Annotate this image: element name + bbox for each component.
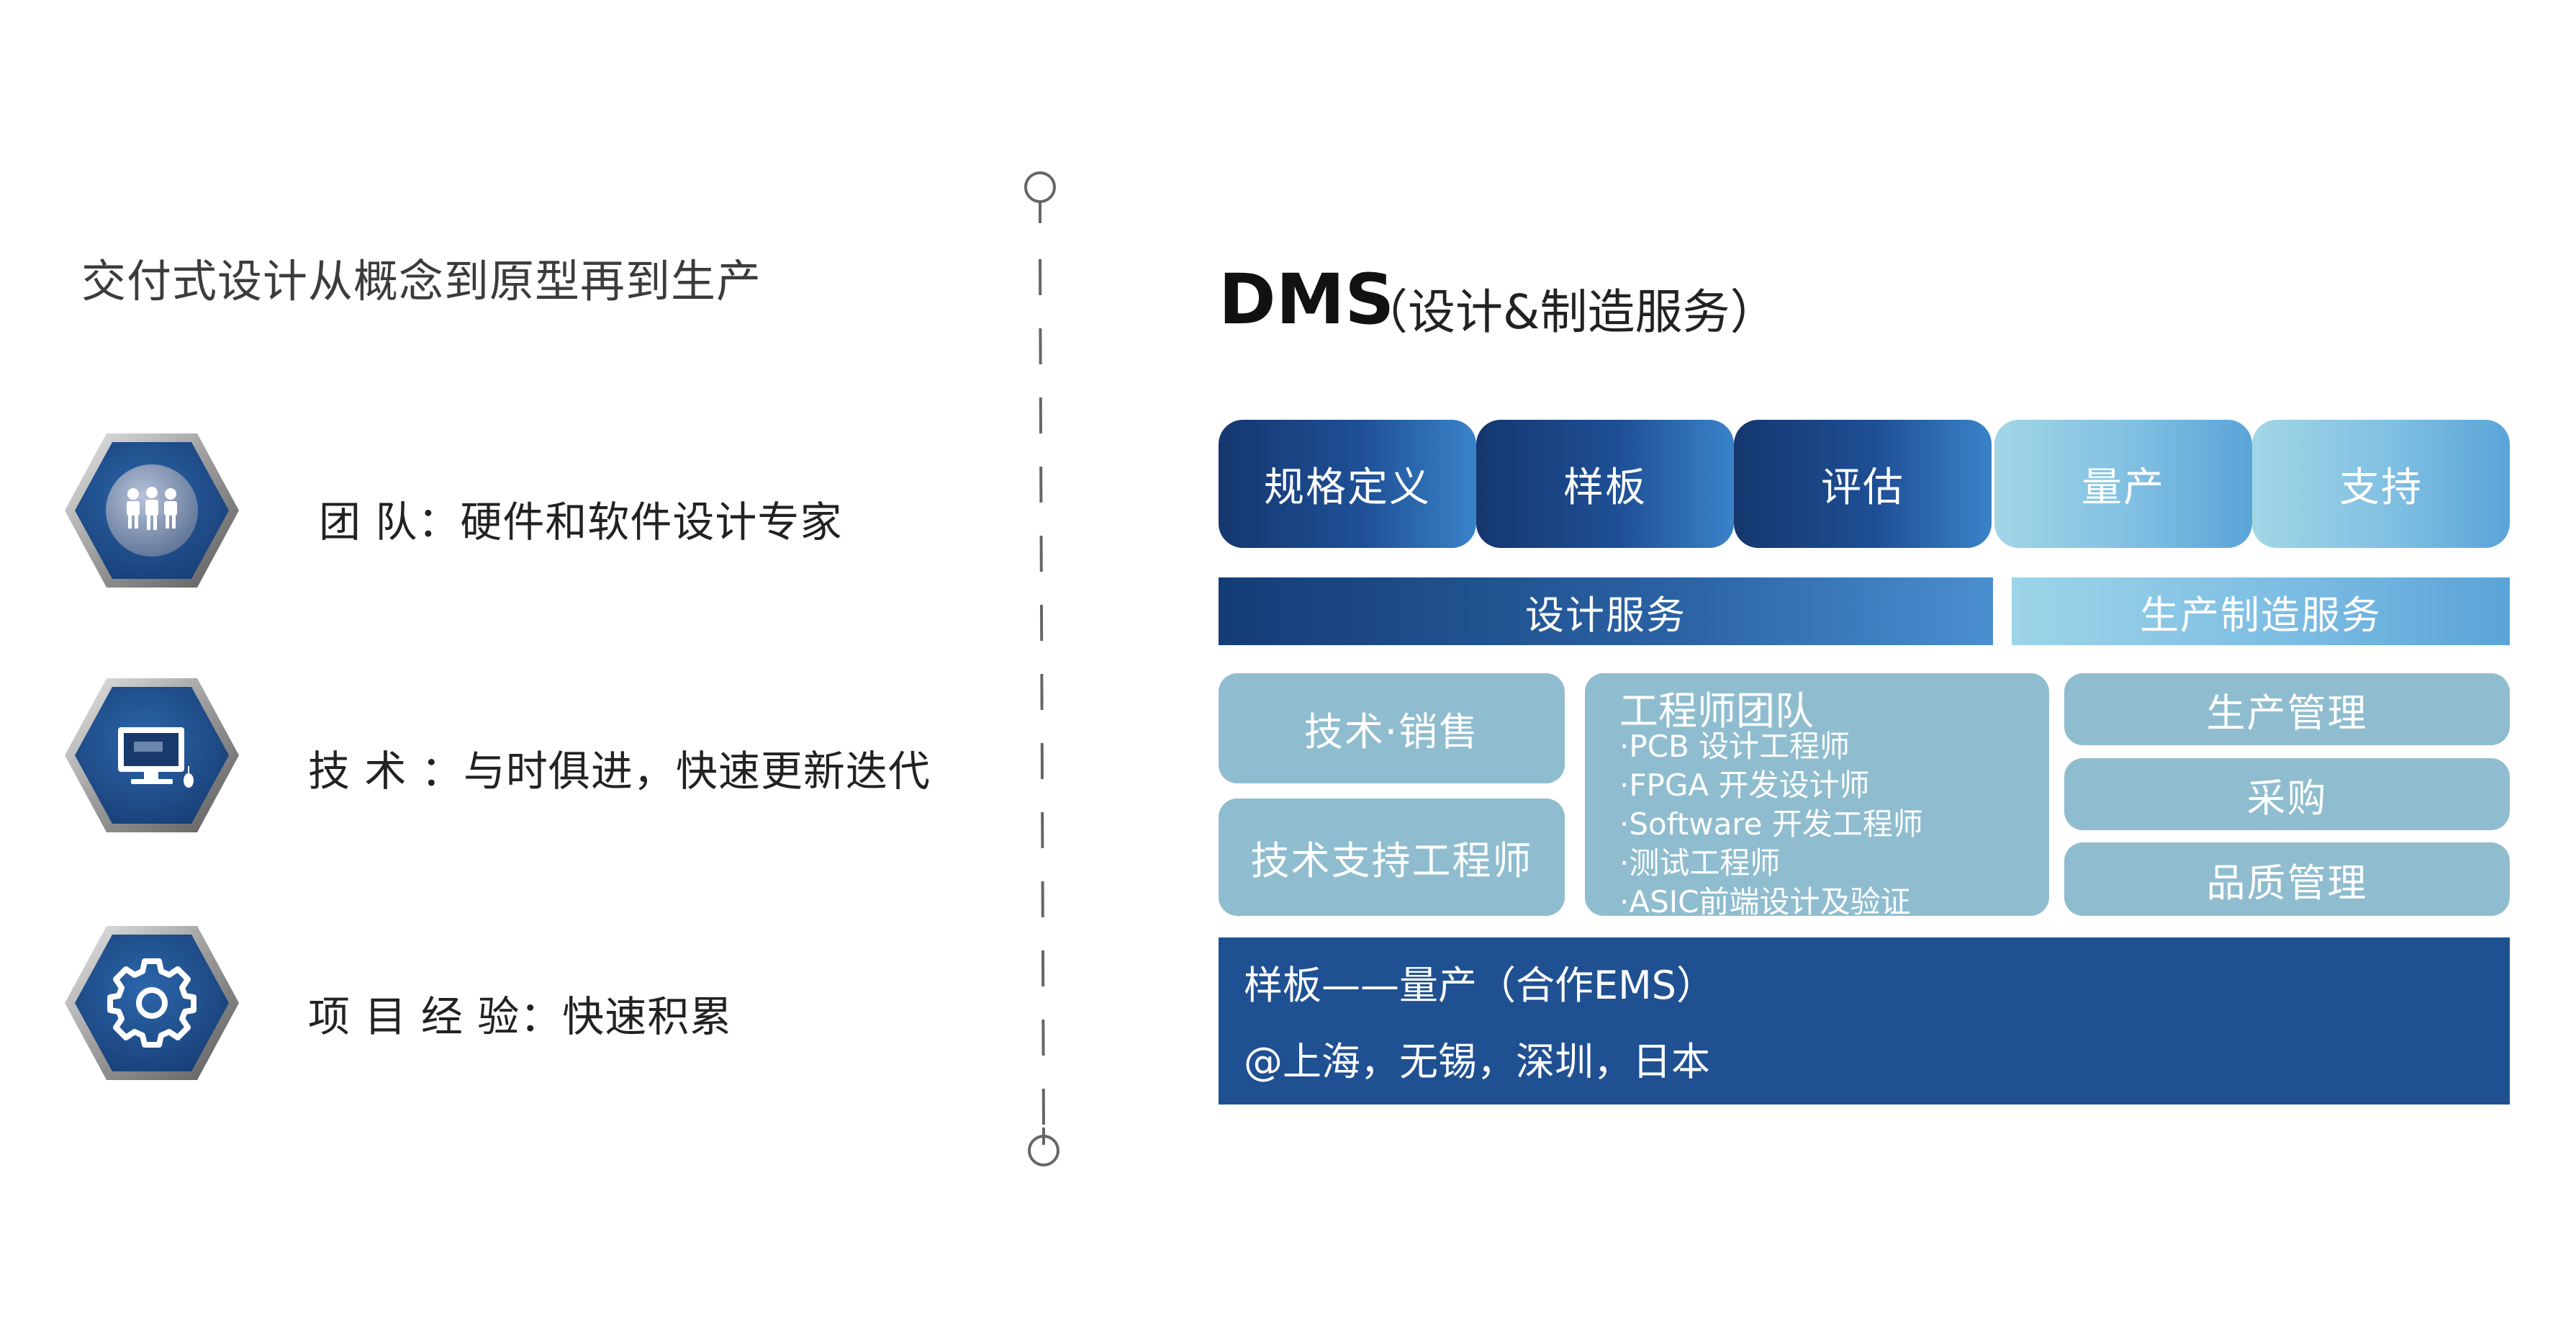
ems-locations-bar: 样板——量产（合作EMS） @上海，无锡，深圳，日本 (1219, 937, 2510, 1105)
production-services-band: 生产制造服务 (2012, 577, 2510, 645)
quality-management-box: 品质管理 (2064, 842, 2510, 916)
locations-text: @上海，无锡，深圳，日本 (1244, 1039, 1710, 1084)
feature-technology-text: 技 术 ：与时俱进，快速更新迭代 (308, 747, 931, 796)
technology-hexagon (62, 675, 242, 835)
tab-mass-production: 量产 (1994, 420, 2252, 548)
engineer-item: ·Software 开发工程师 (1619, 806, 1923, 842)
engineer-item: ·ASIC前端设计及验证 (1619, 884, 1911, 919)
tab-spec-definition: 规格定义 (1219, 420, 1476, 548)
intro-heading: 交付式设计从概念到原型再到生产 (81, 255, 762, 307)
feature-experience-text: 项 目 经 验：快速积累 (308, 992, 733, 1041)
dms-title: DMS (1219, 259, 1395, 340)
design-services-band: 设计服务 (1219, 577, 1993, 645)
team-icon (65, 433, 239, 588)
feature-team-text: 团 队：硬件和软件设计专家 (319, 498, 843, 546)
purchasing-box: 采购 (2064, 758, 2510, 830)
ems-partner-text: 样板——量产（合作EMS） (1244, 963, 1715, 1008)
engineer-item: ·PCB 设计工程师 (1619, 729, 1850, 764)
tab-support: 支持 (2252, 420, 2510, 548)
engineer-team-box: 工程师团队 ·PCB 设计工程师 ·FPGA 开发设计师 ·Software 开… (1585, 673, 2049, 919)
gear-icon (65, 926, 239, 1080)
engineer-team-title: 工程师团队 (1619, 688, 1814, 734)
tech-sales-box: 技术·销售 (1219, 673, 1565, 783)
engineer-item: ·测试工程师 (1619, 845, 1781, 881)
tab-evaluation: 评估 (1734, 420, 1992, 548)
computer-icon (65, 678, 239, 832)
tab-sample: 样板 (1476, 420, 1734, 548)
production-management-box: 生产管理 (2064, 673, 2510, 745)
engineer-item: ·FPGA 开发设计师 (1619, 768, 1870, 803)
vertical-timeline (1024, 171, 1059, 1166)
dms-subtitle: （设计&制造服务） (1360, 284, 1778, 340)
experience-hexagon (62, 923, 242, 1083)
team-hexagon (62, 431, 242, 590)
tech-support-box: 技术支持工程师 (1219, 799, 1565, 916)
